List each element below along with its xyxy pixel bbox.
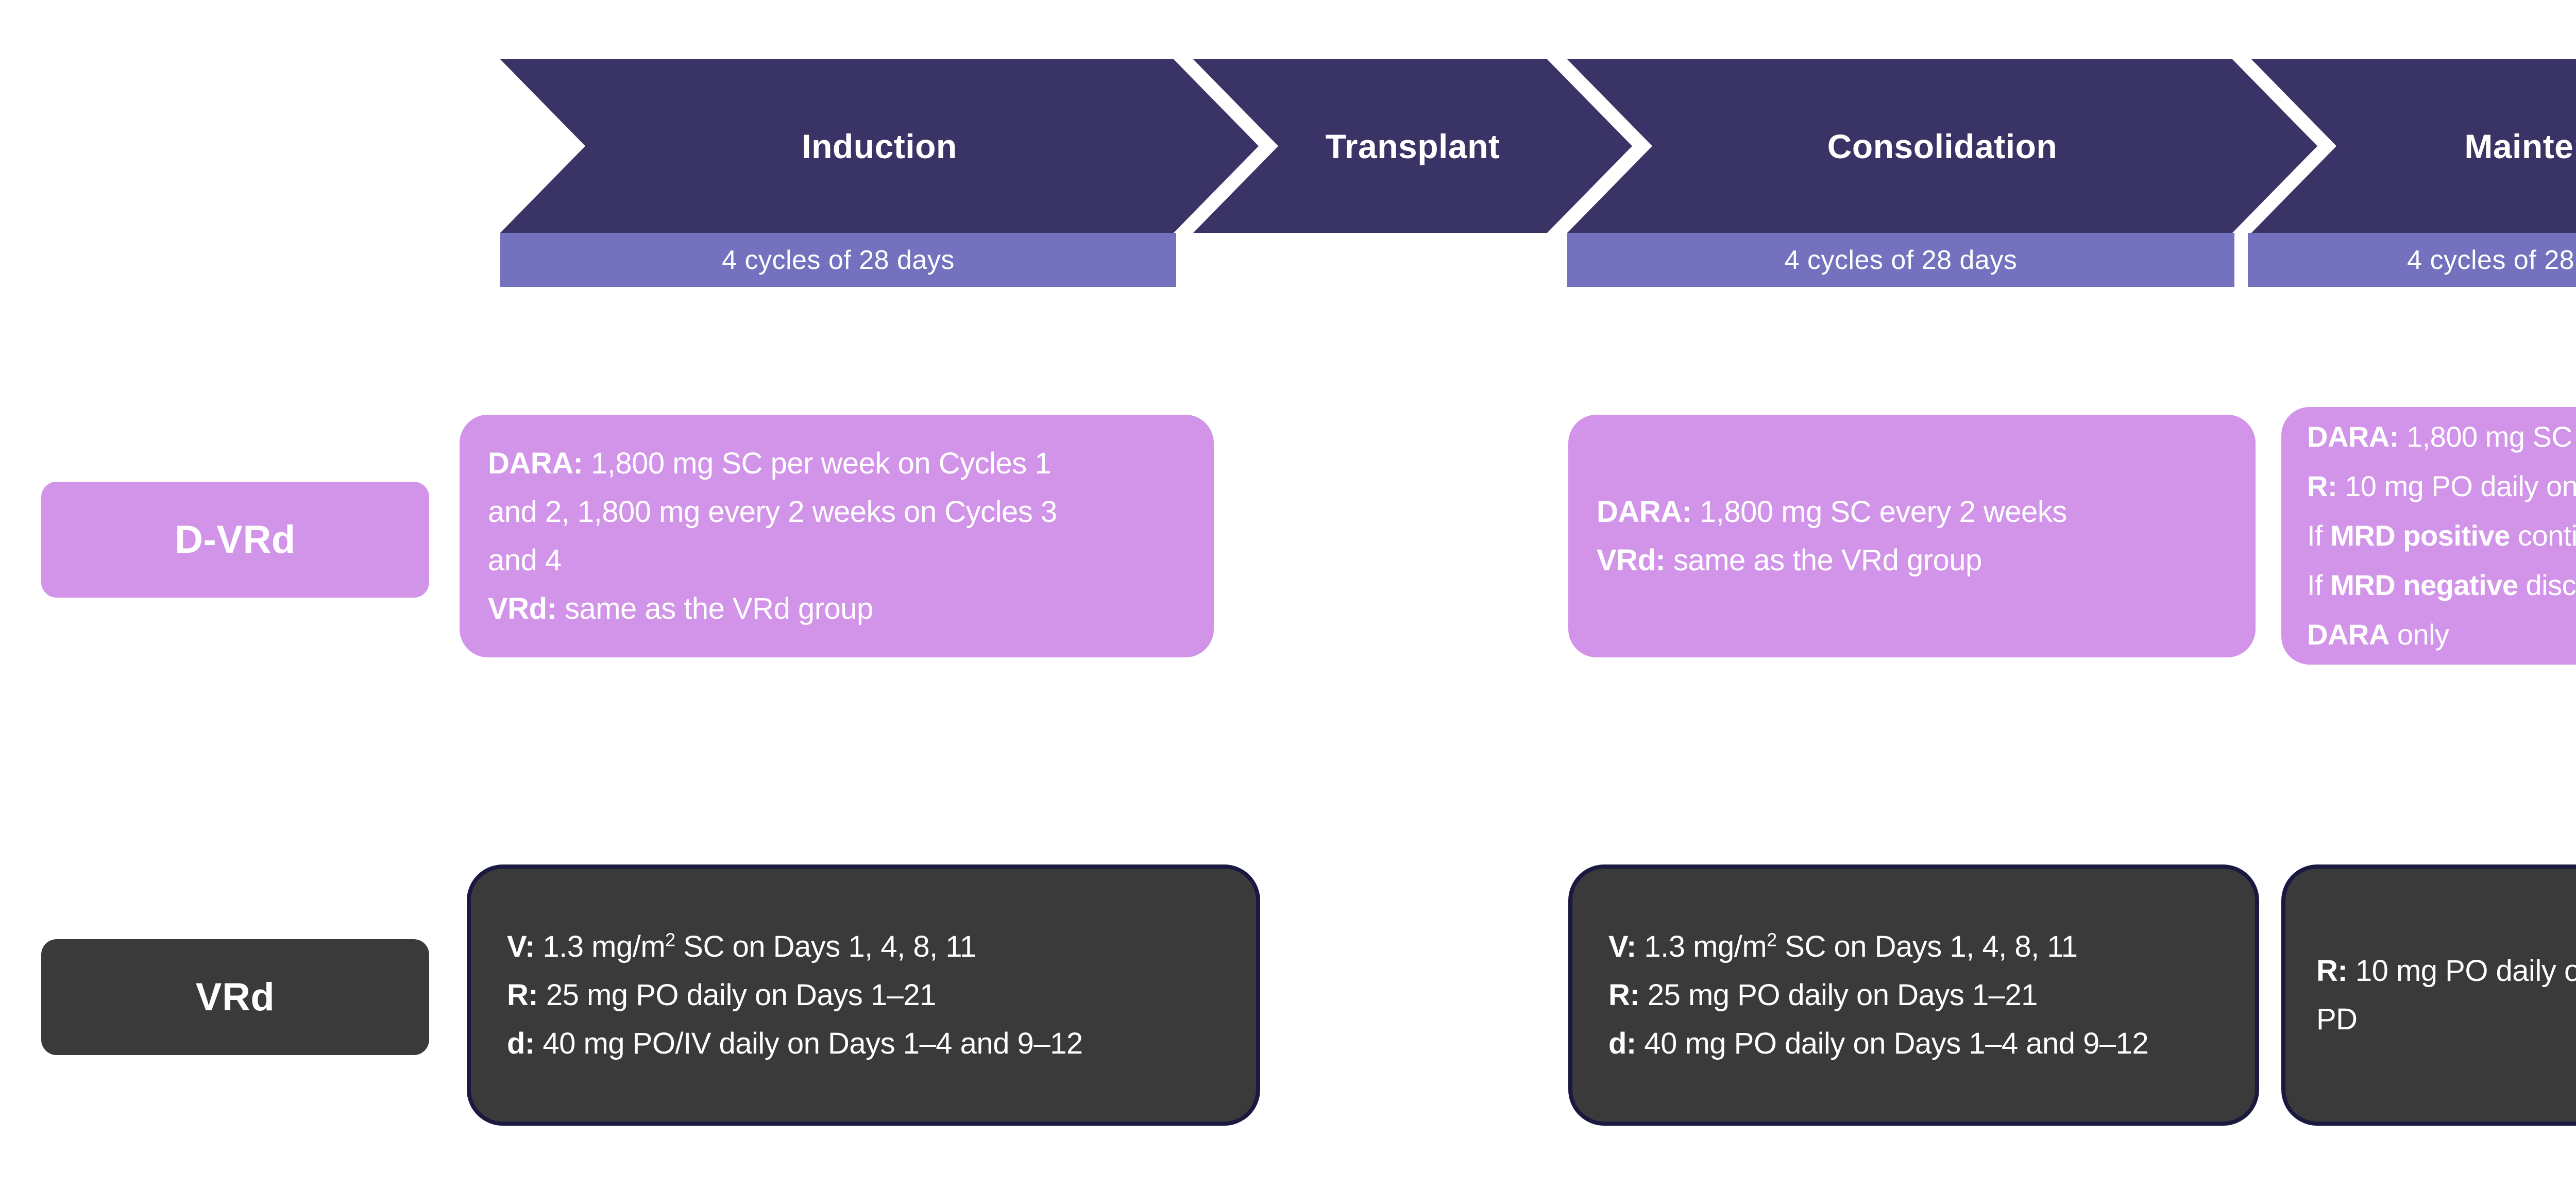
dose-line: R: 10 mg PO daily on Days 1–28 until PD	[2316, 954, 2576, 1036]
dose-line: R: 25 mg PO daily on Days 1–21	[1608, 978, 2038, 1012]
arm-label-dvrd-text: D-VRd	[175, 518, 296, 562]
cycles-bar-induction: 4 cycles of 28 days	[500, 233, 1176, 287]
phase-label-consolidation: Consolidation	[1827, 127, 2058, 165]
dose-line: R: 10 mg PO daily on Days 1–28	[2307, 470, 2576, 502]
regimen-box-dvrd-induction: DARA: 1,800 mg SC per week on Cycles 1 an…	[460, 415, 1214, 657]
cycles-bar-consolidation: 4 cycles of 28 days	[1567, 233, 2234, 287]
dose-line: If MRD negative discontinue	[2307, 569, 2576, 601]
phase-arrow-consolidation: Consolidation	[1567, 59, 2317, 233]
dose-line: If MRD positive continue until PD	[2307, 519, 2576, 552]
dose-line: d: 40 mg PO daily on Days 1–4 and 9–12	[1608, 1026, 2149, 1060]
dose-line: DARA: 1,800 mg SC per week on Cycles 1	[488, 446, 1052, 480]
dose-line: VRd: same as the VRd group	[488, 591, 873, 625]
dose-line: VRd: same as the VRd group	[1597, 543, 1982, 577]
dose-line: R: 25 mg PO daily on Days 1–21	[507, 978, 936, 1012]
regimen-box-vrd-induction: V: 1.3 mg/m2 SC on Days 1, 4, 8, 11 R: 25…	[467, 864, 1260, 1126]
dose-line: and 2, 1,800 mg every 2 weeks on Cycles …	[488, 495, 1057, 529]
regimen-box-vrd-consolidation: V: 1.3 mg/m2 SC on Days 1, 4, 8, 11 R: 25…	[1568, 864, 2259, 1126]
arm-label-vrd-text: VRd	[195, 975, 275, 1019]
regimen-box-dvrd-maintenance: DARA: 1,800 mg SC every 4 weeks R: 10 mg …	[2281, 407, 2576, 665]
arm-label-vrd: VRd	[41, 939, 429, 1055]
phase-arrow-transplant: Transplant	[1193, 59, 1632, 233]
dose-line: DARA only	[2307, 618, 2449, 651]
regimen-box-vrd-maintenance: R: 10 mg PO daily on Days 1–28 until PD	[2281, 864, 2576, 1126]
dose-line: V: 1.3 mg/m2 SC on Days 1, 4, 8, 11	[507, 929, 976, 963]
phase-label-transplant: Transplant	[1325, 127, 1500, 165]
dose-line: d: 40 mg PO/IV daily on Days 1–4 and 9–1…	[507, 1026, 1083, 1060]
cycles-label-induction: 4 cycles of 28 days	[722, 245, 955, 275]
dose-line: DARA: 1,800 mg SC every 4 weeks	[2307, 420, 2576, 453]
phase-label-maintenance: Maintenance	[2464, 127, 2574, 165]
dose-line: DARA: 1,800 mg SC every 2 weeks	[1597, 495, 2067, 529]
phase-arrow-induction: Induction	[500, 59, 1259, 233]
dose-line: V: 1.3 mg/m2 SC on Days 1, 4, 8, 11	[1608, 929, 2078, 963]
dose-line: and 4	[488, 543, 562, 577]
arm-label-dvrd: D-VRd	[41, 482, 429, 598]
cycles-label-consolidation: 4 cycles of 28 days	[1784, 245, 2018, 275]
cycles-bar-maintenance: 4 cycles of 28 days	[2248, 233, 2576, 287]
cycles-label-maintenance: 4 cycles of 28 days	[2407, 245, 2576, 275]
phase-label-induction: Induction	[802, 127, 957, 165]
